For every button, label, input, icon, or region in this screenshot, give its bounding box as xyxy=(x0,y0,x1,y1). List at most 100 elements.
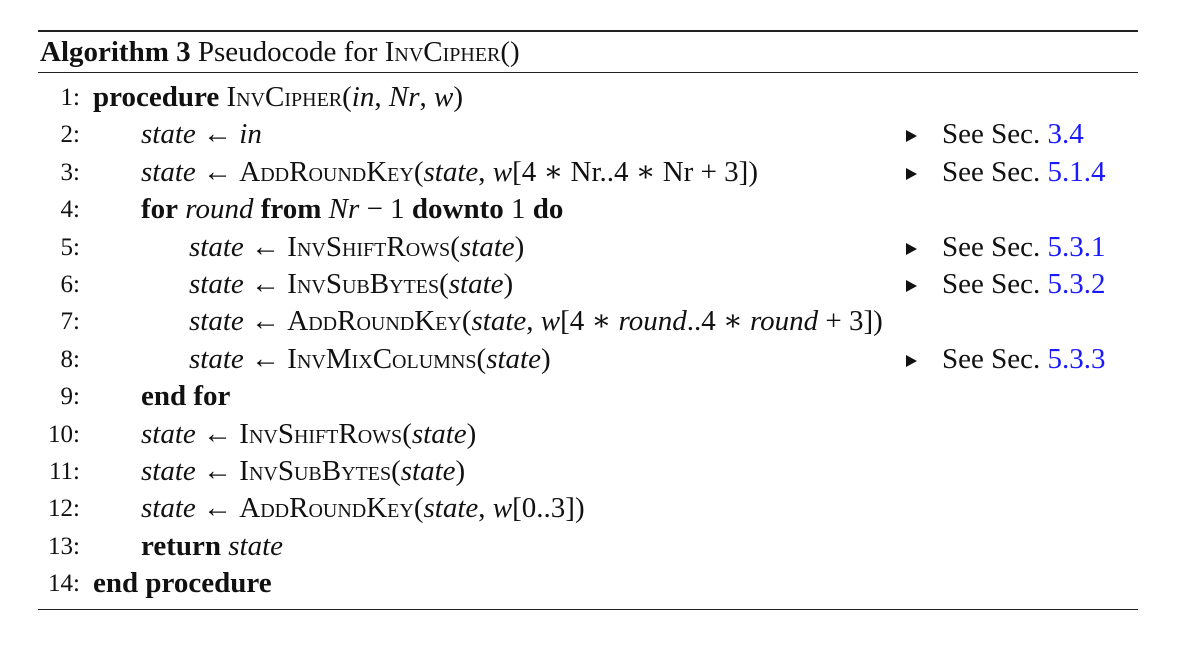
algorithm-line-14: 14: end procedure xyxy=(38,565,1138,602)
caption-label: Algorithm 3 xyxy=(40,36,191,68)
keyword-from: from xyxy=(260,193,322,226)
line-code: for round from Nr − 1 downto 1 do xyxy=(141,191,563,228)
section-link[interactable]: 3.4 xyxy=(1047,118,1084,151)
line-number: 11: xyxy=(48,457,80,485)
var-nr: Nr xyxy=(328,193,360,226)
algorithm-line-2: 2: state ← in See Sec. 3.4 xyxy=(38,116,1138,153)
line-number: 3: xyxy=(60,158,80,186)
var-state: state xyxy=(141,492,196,525)
keyword-procedure: procedure xyxy=(93,81,220,113)
assign-arrow: ← xyxy=(251,342,281,375)
var-w: w xyxy=(492,492,513,525)
algorithm-caption: Algorithm 3 Pseudocode for InvCipher() xyxy=(38,32,1138,72)
line-code: end procedure xyxy=(93,565,272,602)
line-number: 1: xyxy=(60,84,80,111)
algorithm-block: Algorithm 3 Pseudocode for InvCipher() 1… xyxy=(38,30,1138,611)
index-expression: ..4 ∗ xyxy=(686,305,750,338)
var-round: round xyxy=(185,193,254,226)
var-state: state xyxy=(423,492,479,525)
algorithm-line-1: 1: procedure InvCipher(in, Nr, w) xyxy=(38,79,1138,116)
var-w: w xyxy=(540,305,561,338)
line-number: 12: xyxy=(48,495,80,523)
paren-close: ) xyxy=(453,81,464,113)
algorithm-line-12: 12: state ← AddRoundKey(state, w[0..3]) xyxy=(38,490,1138,527)
line-code: state ← InvShiftRows(state) xyxy=(141,416,476,453)
line-code: return state xyxy=(141,528,283,565)
line-number: 7: xyxy=(60,308,80,336)
assign-arrow: ← xyxy=(251,230,281,263)
var-state: state xyxy=(189,267,244,300)
var-state: state xyxy=(141,118,196,151)
line-comment: See Sec. 5.3.1 xyxy=(906,229,1106,266)
var-state: state xyxy=(141,155,196,188)
algorithm-line-10: 10: state ← InvShiftRows(state) xyxy=(38,416,1138,453)
section-link[interactable]: 5.1.4 xyxy=(1047,155,1106,188)
line-code: state ← in xyxy=(141,116,262,153)
top-rule xyxy=(38,30,1138,32)
line-code: end for xyxy=(141,378,230,415)
line-code: state ← InvShiftRows(state) xyxy=(189,229,524,266)
section-link[interactable]: 5.3.3 xyxy=(1047,342,1106,375)
line-code: procedure InvCipher(in, Nr, w) xyxy=(93,79,463,116)
var-state: state xyxy=(141,454,196,487)
var-state: state xyxy=(423,155,479,188)
var-round: round xyxy=(749,305,819,338)
line-number: 10: xyxy=(48,420,80,448)
var-state: state xyxy=(448,267,504,300)
comment-prefix: See Sec. xyxy=(942,155,1041,188)
function-addroundkey: AddRoundKey xyxy=(239,155,414,188)
var-state: state xyxy=(228,529,284,562)
paren-close: ) xyxy=(503,267,514,300)
paren-open: ( xyxy=(342,81,352,113)
var-state: state xyxy=(486,342,541,375)
comment-prefix: See Sec. xyxy=(942,342,1041,375)
section-link[interactable]: 5.3.2 xyxy=(1047,267,1106,300)
line-comment: See Sec. 5.3.2 xyxy=(906,266,1106,303)
var-in: in xyxy=(239,118,262,151)
paren-close: ) xyxy=(540,342,551,375)
keyword-end-for: end for xyxy=(141,380,231,413)
var-in: in xyxy=(351,81,375,113)
var-w: w xyxy=(434,81,454,113)
paren-close: ) xyxy=(455,454,466,487)
minus-one: − 1 xyxy=(359,193,412,226)
paren-open: ( xyxy=(476,342,487,375)
comment-triangle-icon xyxy=(906,130,917,143)
paren-open: ( xyxy=(450,230,460,263)
line-code: state ← InvSubBytes(state) xyxy=(141,453,465,490)
line-number: 6: xyxy=(60,270,80,298)
algorithm-line-13: 13: return state xyxy=(38,528,1138,565)
var-round: round xyxy=(618,305,687,338)
algorithm-line-3: 3: state ← AddRoundKey(state, w[4 ∗ Nr..… xyxy=(38,154,1138,191)
var-state: state xyxy=(189,342,244,375)
comment-prefix: See Sec. xyxy=(942,230,1041,263)
function-addroundkey: AddRoundKey xyxy=(239,492,414,525)
algorithm-line-11: 11: state ← InvSubBytes(state) xyxy=(38,453,1138,490)
algorithm-line-9: 9: end for xyxy=(38,378,1138,415)
var-state: state xyxy=(459,230,515,263)
var-state: state xyxy=(189,230,244,263)
function-invmixcolumns: InvMixColumns xyxy=(287,342,477,375)
var-state: state xyxy=(471,305,527,338)
assign-arrow: ← xyxy=(251,267,281,300)
keyword-for: for xyxy=(141,193,179,226)
assign-arrow: ← xyxy=(203,454,233,487)
line-number: 9: xyxy=(60,383,80,411)
line-code: state ← InvSubBytes(state) xyxy=(189,266,513,303)
algorithm-lines: 1: procedure InvCipher(in, Nr, w) 2: sta… xyxy=(38,73,1138,609)
function-invsubbytes: InvSubBytes xyxy=(239,454,392,487)
line-number: 14: xyxy=(48,570,80,598)
index-expression: + 3]) xyxy=(818,305,883,338)
function-invcipher: InvCipher xyxy=(226,81,343,113)
index-expression: [4 ∗ xyxy=(560,305,619,338)
caption-text: Pseudocode for xyxy=(197,36,378,68)
assign-arrow: ← xyxy=(203,417,233,450)
keyword-return: return xyxy=(141,529,222,562)
line-number: 4: xyxy=(60,196,80,224)
function-invshiftrows: InvShiftRows xyxy=(287,230,451,263)
comment-triangle-icon xyxy=(906,167,917,180)
separator: , xyxy=(374,81,389,113)
section-link[interactable]: 5.3.1 xyxy=(1047,230,1106,263)
caption-function-name: InvCipher xyxy=(384,36,501,68)
caption-rule xyxy=(38,72,1138,73)
